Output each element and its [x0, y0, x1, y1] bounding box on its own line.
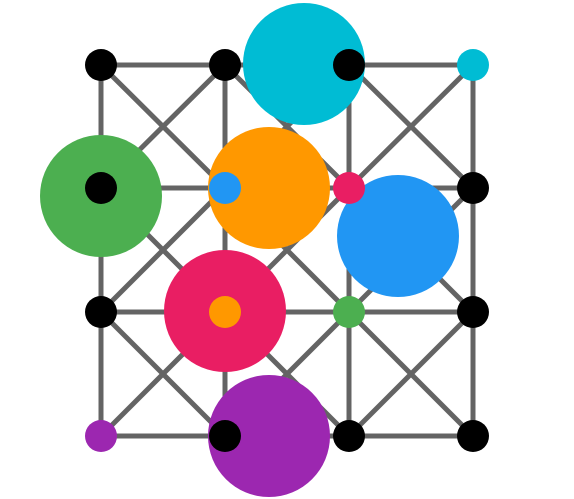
grid-node-cyan[interactable]: [457, 49, 489, 81]
grid-node-black[interactable]: [333, 420, 365, 452]
grid-node-black[interactable]: [209, 420, 241, 452]
grid-node-orange[interactable]: [209, 296, 241, 328]
grid-node-black[interactable]: [457, 172, 489, 204]
token-layer: [40, 3, 459, 497]
grid-node-black[interactable]: [85, 49, 117, 81]
grid-node-purple[interactable]: [85, 420, 117, 452]
grid-node-black[interactable]: [85, 172, 117, 204]
grid-node-black[interactable]: [333, 49, 365, 81]
grid-edge-diagonal: [98, 185, 228, 315]
blue-token[interactable]: [337, 175, 459, 297]
grid-node-blue[interactable]: [209, 172, 241, 204]
cyan-token[interactable]: [243, 3, 365, 125]
grid-node-green[interactable]: [333, 296, 365, 328]
grid-node-black[interactable]: [209, 49, 241, 81]
grid-edge-diagonal: [346, 62, 476, 191]
grid-node-black[interactable]: [85, 296, 117, 328]
grid-edge-diagonal: [346, 309, 476, 439]
purple-token[interactable]: [208, 375, 330, 497]
node-layer: [85, 49, 489, 452]
orange-token[interactable]: [208, 127, 330, 249]
grid-node-black[interactable]: [457, 296, 489, 328]
grid-node-black[interactable]: [457, 420, 489, 452]
grid-node-pink[interactable]: [333, 172, 365, 204]
